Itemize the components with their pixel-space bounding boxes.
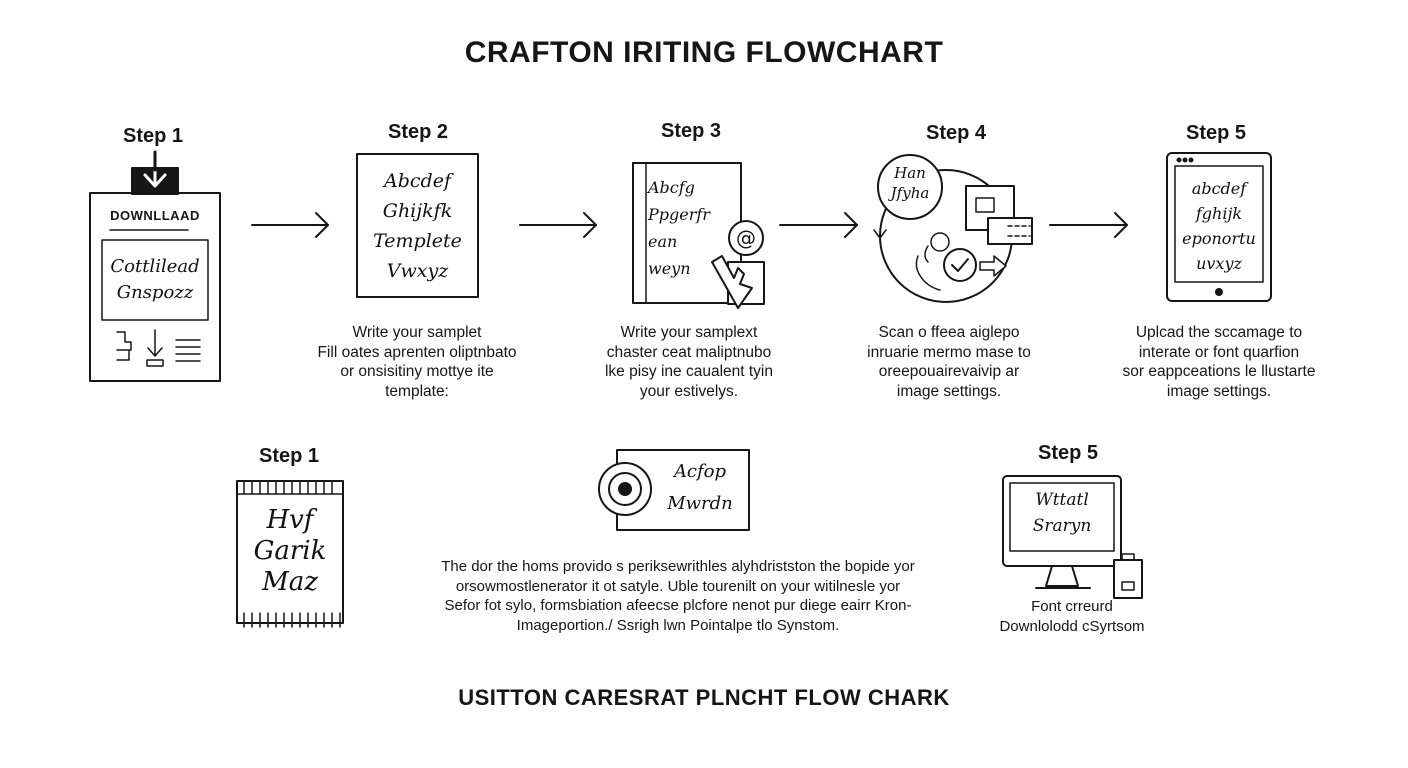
script-line: Vwxyz [386,260,449,282]
monitor-font-download-icon [1002,475,1143,599]
bottom-step-5-description: Font crreurd Downlolodd cSyrtsom [972,597,1172,636]
desc-line: inruarie mermo mase to [867,343,1031,361]
bottom-center-description: The dor the homs provido s periksewrithl… [392,557,964,635]
step-2-script-sample: Abcdef Ghijkfk Templete Vwxyz [357,166,478,286]
notebook-with-at-sign-icon: @ [632,162,765,309]
arrow-right-icon [251,212,329,238]
step-5-description: Uplcad the sccamage to interate or font … [1092,323,1346,401]
script-line: Ghijkfk [382,200,453,222]
script-line: Templete [373,230,462,252]
script-line: eponortu [1182,229,1256,248]
step-1-label: Step 1 [122,125,184,147]
download-box-label: DOWNLLAAD [110,208,200,223]
arrow-right-icon [779,212,858,238]
script-line: Garik [253,536,327,566]
calendar-font-sheet-icon [236,480,344,628]
step-5-script-sample: abcdef fghijk eponortu uvxyz [1175,176,1263,276]
bottom-step-5-script-sample: Wttatl Sraryn [1010,487,1114,539]
desc-line: sor eappceations le llustarte [1122,363,1316,380]
script-line: Gnspozz [116,282,194,303]
desc-line: image settings. [896,382,1002,400]
step-4-description: Scan o ffeea aiglepo inruarie mermo mase… [832,323,1066,401]
desc-line: oreepouairevaivip ar [878,363,1020,380]
step-3-description: Write your samplext chaster ceat maliptn… [572,323,806,401]
arrow-right-icon [1049,212,1128,238]
script-line: fghijk [1195,204,1243,223]
step-3-label: Step 3 [660,120,722,142]
script-line: Acfop [673,461,727,482]
bottom-step-1-script-sample: Hvf Garik Maz [237,505,343,598]
arrow-right-icon [519,212,597,238]
script-line: uvxyz [1196,254,1242,273]
tablet-font-preview-icon [1166,152,1272,302]
desc-line: your estivelys. [639,382,739,400]
script-line: Wttatl [1035,490,1089,510]
desc-line: The dor the homs provido s periksewrithl… [441,558,915,575]
step-2-label: Step 2 [387,121,449,143]
desc-line: Fill oates aprenten oliptnbato [317,343,517,361]
script-line: Mwrdn [667,493,733,514]
desc-line: or onsisitiny mottye ite [340,363,494,380]
bottom-step-5-label: Step 5 [1037,442,1099,464]
desc-line: interate or font quarfion [1138,343,1300,361]
desc-line: Font crreurd [1031,598,1113,615]
desc-line: chaster ceat maliptnubo [606,343,772,361]
desc-line: lke pisy ine caualent tyin [604,363,773,380]
step-3-script-sample: Abcfg Ppgerfr ean weyn [648,174,734,282]
script-line: Abcfg [648,178,695,197]
step-5-label: Step 5 [1185,122,1247,144]
desc-line: Uplcad the sccamage to [1135,324,1303,341]
desc-line: Sefor fot sylo, formsbiation afeecse plc… [444,597,912,614]
desc-line: template: [385,382,449,400]
desc-line: Imageportion./ Ssrigh lwn Pointalpe tlo … [516,616,840,634]
handwritten-alphabet-sheet-icon [356,153,479,298]
footer-title: USITTON CARESRAT PLNCHT FLOW CHARK [458,685,950,710]
script-line: ean [648,232,678,251]
desc-line: Scan o ffeea aiglepo [878,324,1020,341]
script-line: Jfyha [890,184,930,202]
script-line: Abcdef [384,170,451,192]
desc-line: Downlolodd cSyrtsom [999,617,1145,635]
page-title: CRAFTON IRITING FLOWCHART [464,36,944,69]
desc-line: orsowmostlenerator it ot satyle. Uble to… [455,577,901,595]
step-4-script-sample: Han Jfyha [880,163,940,203]
desc-line: Write your samplet [352,324,482,341]
script-line: Han [894,164,926,182]
script-line: weyn [648,259,691,278]
script-line: Ppgerfr [648,205,710,224]
step-1-script-sample: Cottlilead Gnspozz [102,254,208,306]
script-line: Sraryn [1032,516,1092,536]
script-line: Cottlilead [110,256,200,277]
download-template-icon [89,150,221,382]
scan-camera-check-icon [873,154,1033,303]
desc-line: Write your samplext [620,324,758,341]
script-line: Maz [262,567,318,597]
script-line: Hvf [266,505,314,535]
bottom-step-1-label: Step 1 [258,445,320,467]
svg-text:@: @ [736,226,756,250]
script-line: abcdef [1191,179,1247,198]
target-script-card-icon [598,449,750,531]
bottom-center-script-sample: Acfop Mwrdn [652,456,748,520]
step-2-description: Write your samplet Fill oates aprenten o… [300,323,534,401]
step-4-label: Step 4 [925,122,987,144]
desc-line: image settings. [1166,382,1272,400]
